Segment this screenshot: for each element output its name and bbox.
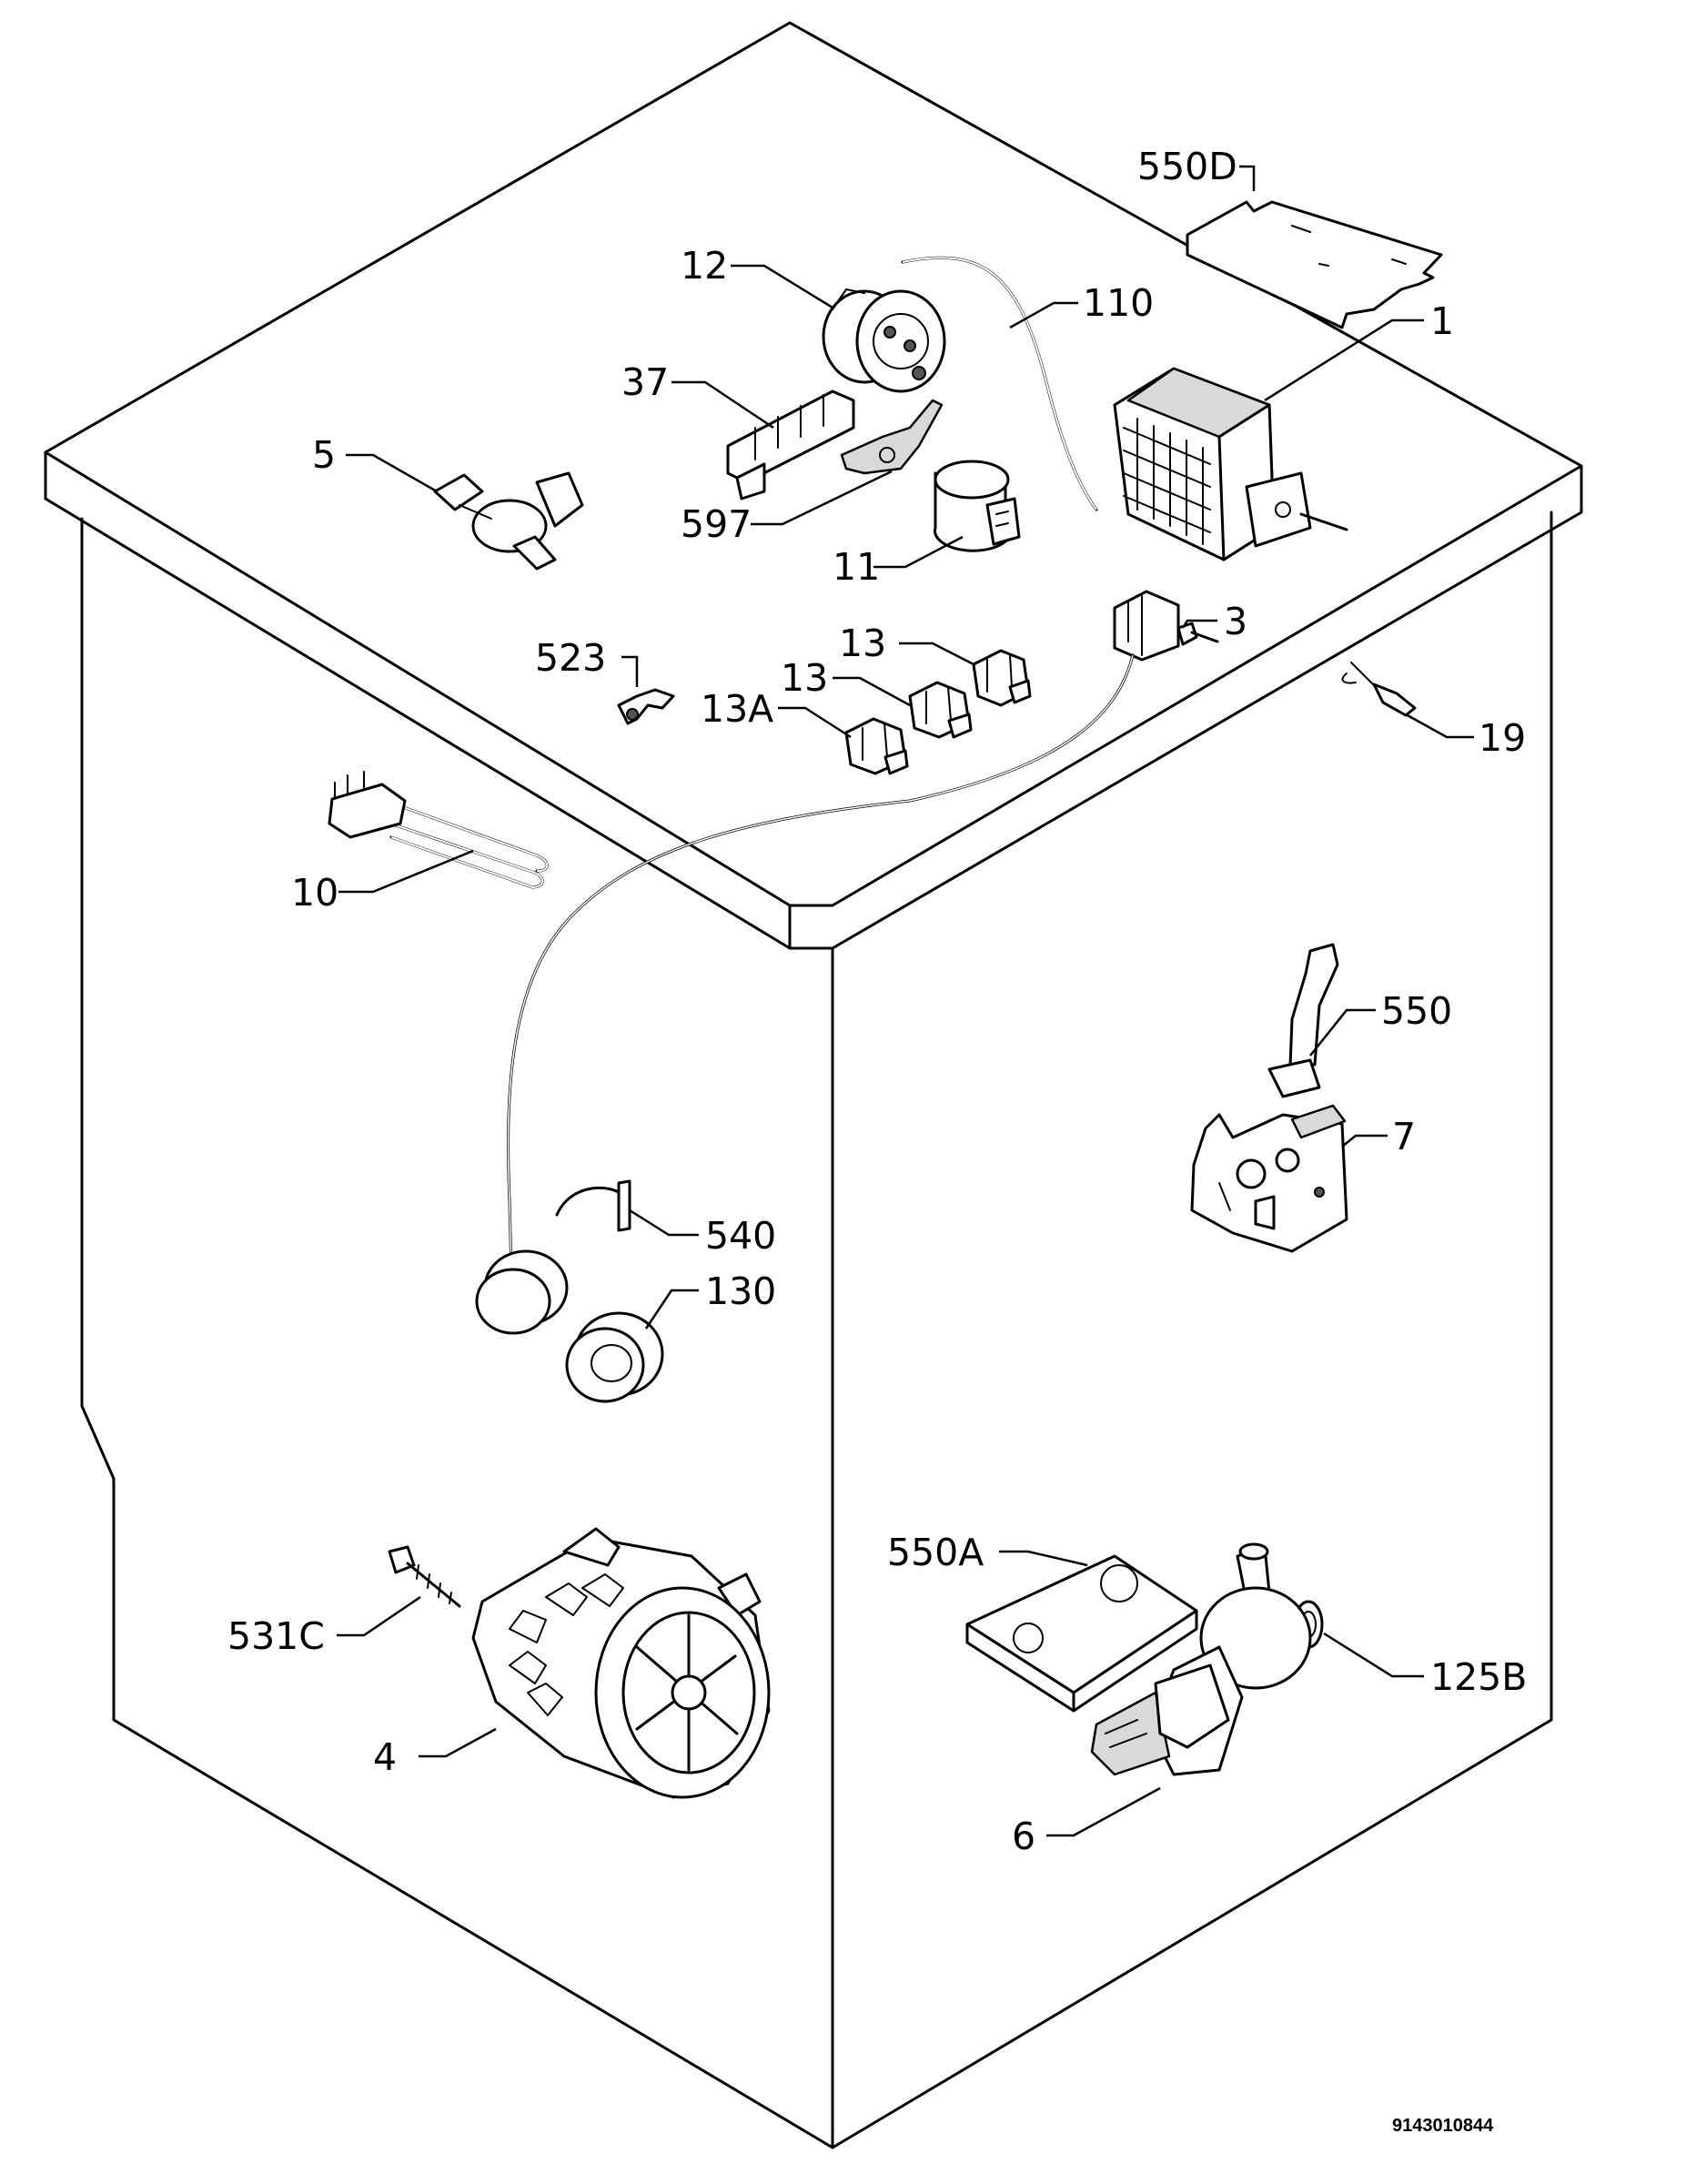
label-4: 4 — [373, 1735, 397, 1779]
label-550: 550 — [1381, 989, 1452, 1033]
label-19: 19 — [1479, 716, 1526, 760]
part-550d-cover-plate — [1186, 200, 1443, 329]
label-130: 130 — [705, 1269, 776, 1313]
part-19-sensor — [1341, 662, 1417, 717]
label-523: 523 — [535, 636, 606, 680]
part-10-heating-element — [328, 771, 549, 889]
part-11-capacitor — [934, 460, 1021, 552]
label-13-middle: 13 — [781, 656, 828, 700]
part-550a-cover — [965, 1554, 1198, 1713]
document-number: 9143010844 — [1392, 2116, 1494, 2136]
label-5: 5 — [312, 433, 336, 477]
part-6-drain-pump — [1090, 1542, 1312, 1776]
part-540-cable-clip — [555, 1179, 631, 1232]
part-5-inlet-valve — [433, 471, 584, 571]
label-540: 540 — [705, 1214, 776, 1258]
part-3-switch — [1113, 590, 1219, 662]
part-13-connector-middle — [908, 681, 973, 739]
label-10: 10 — [291, 871, 338, 915]
label-125b: 125B — [1430, 1655, 1527, 1699]
part-597-bracket — [840, 399, 944, 475]
label-597: 597 — [681, 502, 752, 546]
part-37-terminal-strip — [726, 389, 855, 500]
label-11: 11 — [833, 545, 880, 589]
label-7: 7 — [1392, 1115, 1416, 1158]
cabinet-outline — [44, 21, 1583, 2149]
part-1-programme-timer — [1113, 367, 1348, 561]
part-531c-screw — [388, 1545, 461, 1608]
label-6: 6 — [1012, 1815, 1035, 1858]
label-110: 110 — [1083, 281, 1154, 325]
label-37: 37 — [621, 360, 669, 404]
label-1: 1 — [1430, 299, 1454, 343]
part-12-pressure-switch — [822, 288, 946, 393]
part-labels: 550D 12 110 1 37 5 597 11 3 523 13 13 13… — [227, 145, 1527, 2136]
part-13-connector-upper — [972, 649, 1032, 707]
part-7-door-lock — [1190, 1104, 1348, 1253]
label-531c: 531C — [227, 1614, 325, 1658]
label-550d: 550D — [1137, 145, 1237, 188]
part-110-hose — [901, 256, 1098, 511]
part-550-door-lever — [1267, 943, 1339, 1098]
wiring-cable — [507, 653, 1135, 1271]
part-130-grommet — [475, 1249, 664, 1403]
part-13a-connector — [844, 717, 909, 775]
label-13-upper: 13 — [839, 622, 886, 665]
part-523-clip — [617, 688, 675, 725]
part-4-motor — [471, 1527, 771, 1799]
label-13a: 13A — [701, 687, 773, 731]
label-3: 3 — [1224, 600, 1247, 643]
leader-lines — [337, 165, 1474, 1837]
label-12: 12 — [681, 244, 728, 288]
label-550a: 550A — [887, 1531, 984, 1574]
